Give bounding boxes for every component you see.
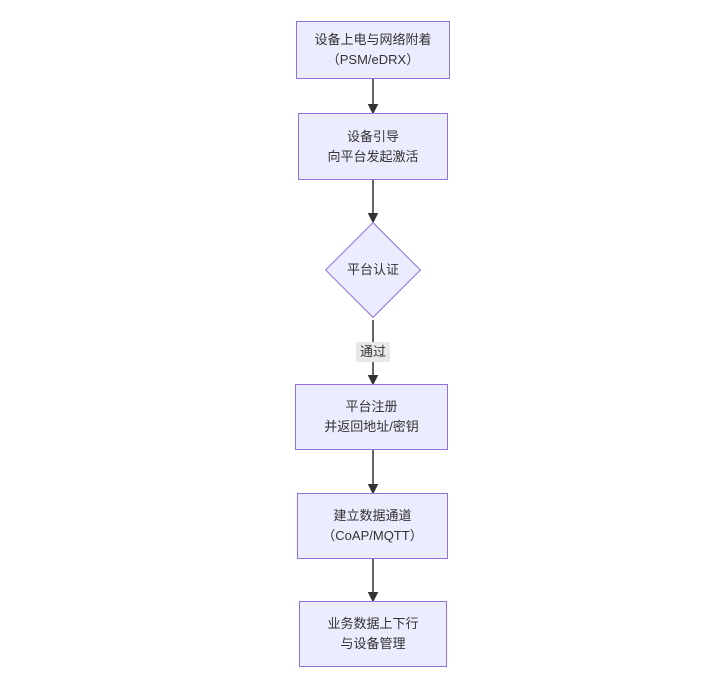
node-data-channel: 建立数据通道 （CoAP/MQTT） (297, 493, 448, 559)
node-label-line: 设备上电与网络附着 (314, 32, 432, 47)
node-label-line: 平台认证 (346, 262, 399, 277)
node-label-line: 设备引导 (346, 128, 399, 144)
node-business-data: 业务数据上下行 与设备管理 (299, 601, 447, 667)
decision-platform-auth: 平台认证 (324, 221, 422, 319)
node-label-line: （PSM/eDRX） (326, 52, 420, 67)
node-label-line: 向平台发起激活 (327, 148, 419, 164)
node-label-line: 建立数据通道 (333, 508, 412, 523)
node-label-line: 并返回地址/密钥 (324, 419, 419, 434)
node-device-bootstrap: 设备引导 向平台发起激活 (298, 113, 448, 180)
node-label-line: （CoAP/MQTT） (322, 528, 423, 543)
node-label-line: 业务数据上下行 (327, 616, 419, 631)
edge-label-pass: 通过 (355, 342, 391, 362)
node-label-line: 平台注册 (345, 399, 398, 414)
node-label-line: 与设备管理 (340, 636, 406, 651)
node-platform-register: 平台注册 并返回地址/密钥 (295, 384, 448, 450)
node-device-attach: 设备上电与网络附着 （PSM/eDRX） (296, 21, 450, 79)
